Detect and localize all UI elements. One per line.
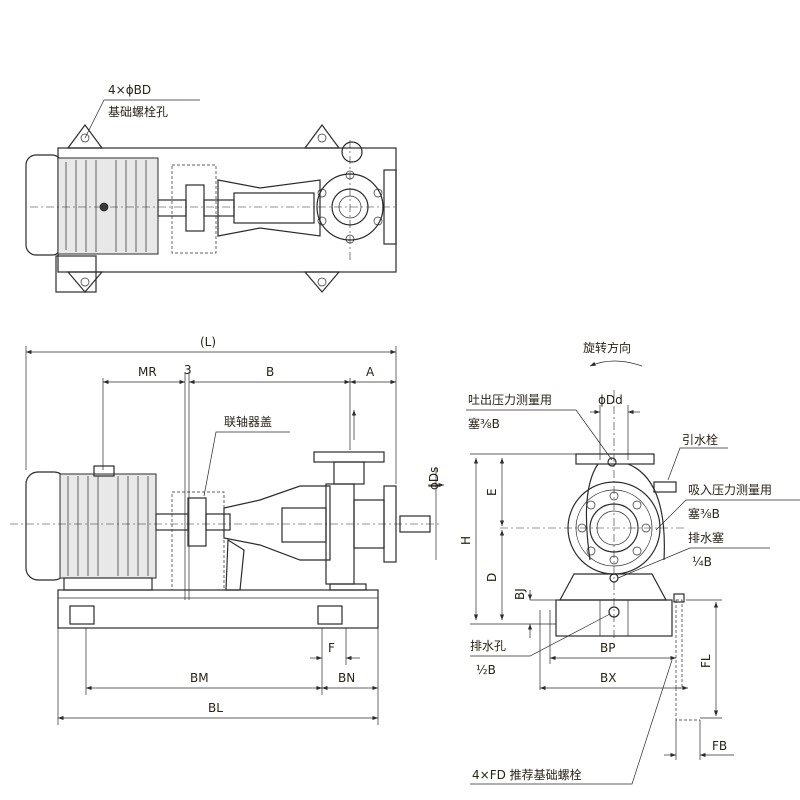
- dim-fl: FL: [699, 654, 713, 668]
- dim-bj: BJ: [513, 588, 527, 600]
- drain-hole-size: ½B: [476, 663, 496, 677]
- bolt-hole-count-label: 4×ϕBD: [108, 83, 151, 97]
- bolt-hole-label: 基础螺栓孔: [108, 104, 168, 119]
- dim-a: A: [366, 365, 375, 379]
- dim-l: (L): [200, 335, 216, 349]
- rotation-arrow-icon: [589, 360, 643, 367]
- discharge-gauge-plug: 塞⅜B: [468, 416, 500, 431]
- dim-e: E: [485, 488, 499, 496]
- priming-plug-label: 引水栓: [682, 432, 718, 447]
- discharge-gauge-label: 吐出压力测量用: [468, 393, 552, 407]
- dim-bp: BP: [600, 641, 615, 655]
- end-view: 旋转方向 ϕDd 吐出压力测: [459, 340, 800, 785]
- side-motor: [59, 473, 157, 579]
- dim-3: 3: [184, 363, 192, 377]
- dim-bl: BL: [208, 701, 223, 715]
- foundation-bolt-label: 4×FD 推荐基础螺栓: [472, 767, 582, 782]
- dim-bx: BX: [600, 671, 616, 685]
- drain-plug-size: ¼B: [692, 555, 712, 569]
- dim-bn: BN: [338, 671, 355, 685]
- drain-hole-label: 排水孔: [470, 639, 506, 653]
- rotation-label: 旋转方向: [583, 340, 631, 355]
- dim-fb: FB: [712, 739, 727, 753]
- dim-h: H: [459, 536, 473, 545]
- dim-dd: ϕDd: [598, 393, 623, 407]
- dim-ds: ϕDs: [427, 467, 441, 490]
- dim-b: B: [266, 365, 274, 379]
- dim-f: F: [328, 641, 335, 655]
- suction-gauge-plug: 塞⅜B: [688, 506, 720, 521]
- coupling-cover-label: 联轴器盖: [224, 414, 272, 429]
- side-baseplate: [57, 589, 379, 629]
- dim-mr: MR: [138, 365, 157, 379]
- dim-d: D: [485, 573, 499, 582]
- suction-gauge-label: 吸入压力测量用: [688, 483, 772, 497]
- dim-bm: BM: [190, 671, 209, 685]
- top-view: 4×ϕBD 基础螺栓孔: [25, 83, 398, 293]
- side-view: ϕDs (L) MR 3 B A 联轴器盖 F BM BN BL: [10, 335, 444, 725]
- drain-plug-label: 排水塞: [688, 530, 724, 545]
